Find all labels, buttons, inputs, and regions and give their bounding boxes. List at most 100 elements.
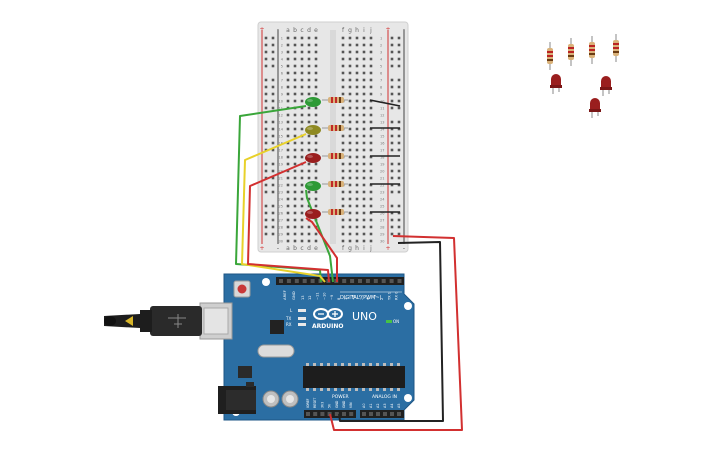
breadboard-hole[interactable] [293, 92, 297, 96]
breadboard-hole[interactable] [300, 232, 304, 236]
yellow-led[interactable] [305, 125, 321, 135]
breadboard-hole[interactable] [286, 211, 290, 215]
breadboard-hole[interactable] [341, 162, 345, 166]
breadboard-hole[interactable] [314, 176, 318, 180]
rail-hole[interactable] [390, 148, 394, 152]
breadboard-hole[interactable] [341, 106, 345, 110]
rail-hole[interactable] [271, 148, 275, 152]
breadboard-hole[interactable] [362, 197, 366, 201]
breadboard-hole[interactable] [362, 99, 366, 103]
breadboard-hole[interactable] [314, 64, 318, 68]
breadboard-hole[interactable] [300, 239, 304, 243]
breadboard-hole[interactable] [286, 127, 290, 131]
breadboard-hole[interactable] [286, 85, 290, 89]
breadboard-hole[interactable] [293, 218, 297, 222]
rail-hole[interactable] [397, 218, 401, 222]
header-pin[interactable] [397, 412, 401, 416]
breadboard-hole[interactable] [355, 169, 359, 173]
header-pin[interactable] [320, 412, 325, 416]
rail-hole[interactable] [271, 50, 275, 54]
breadboard-hole[interactable] [355, 232, 359, 236]
breadboard-hole[interactable] [286, 50, 290, 54]
rail-hole[interactable] [397, 85, 401, 89]
rail-hole[interactable] [271, 176, 275, 180]
rail-hole[interactable] [271, 183, 275, 187]
header-pin[interactable] [397, 279, 402, 283]
breadboard-hole[interactable] [362, 113, 366, 117]
breadboard-hole[interactable] [355, 99, 359, 103]
breadboard-hole[interactable] [307, 204, 311, 208]
breadboard-hole[interactable] [362, 148, 366, 152]
rail-hole[interactable] [390, 57, 394, 61]
breadboard-hole[interactable] [286, 183, 290, 187]
breadboard-hole[interactable] [369, 141, 373, 145]
wire-green[interactable] [305, 189, 334, 283]
header-pin[interactable] [310, 279, 315, 283]
rail-hole[interactable] [264, 57, 268, 61]
breadboard-hole[interactable] [348, 148, 352, 152]
breadboard-hole[interactable] [314, 190, 318, 194]
breadboard-hole[interactable] [362, 155, 366, 159]
header-pin[interactable] [362, 412, 366, 416]
usb-port[interactable] [199, 302, 233, 340]
wire-red[interactable] [305, 217, 338, 282]
breadboard-hole[interactable] [341, 134, 345, 138]
breadboard-hole[interactable] [362, 71, 366, 75]
breadboard-hole[interactable] [314, 197, 318, 201]
resistor[interactable] [613, 34, 619, 62]
breadboard-hole[interactable] [341, 36, 345, 40]
breadboard-hole[interactable] [314, 71, 318, 75]
rail-hole[interactable] [397, 99, 401, 103]
header-pin[interactable] [373, 279, 378, 283]
breadboard-hole[interactable] [355, 148, 359, 152]
breadboard-hole[interactable] [307, 232, 311, 236]
breadboard-hole[interactable] [369, 232, 373, 236]
rail-hole[interactable] [390, 225, 394, 229]
breadboard-hole[interactable] [307, 57, 311, 61]
breadboard-hole[interactable] [286, 155, 290, 159]
breadboard-hole[interactable] [293, 85, 297, 89]
breadboard-hole[interactable] [348, 232, 352, 236]
breadboard-hole[interactable] [300, 218, 304, 222]
breadboard-hole[interactable] [369, 50, 373, 54]
breadboard-hole[interactable] [369, 92, 373, 96]
breadboard-hole[interactable] [341, 141, 345, 145]
breadboard-hole[interactable] [369, 127, 373, 131]
breadboard-hole[interactable] [286, 218, 290, 222]
rail-hole[interactable] [264, 232, 268, 236]
breadboard-hole[interactable] [286, 92, 290, 96]
breadboard-hole[interactable] [355, 197, 359, 201]
breadboard-hole[interactable] [369, 71, 373, 75]
breadboard-hole[interactable] [286, 57, 290, 61]
rail-hole[interactable] [397, 204, 401, 208]
breadboard-hole[interactable] [307, 92, 311, 96]
rail-hole[interactable] [264, 92, 268, 96]
header-pin[interactable] [349, 412, 354, 416]
breadboard-hole[interactable] [369, 218, 373, 222]
breadboard-hole[interactable] [341, 85, 345, 89]
breadboard-hole[interactable] [362, 85, 366, 89]
breadboard-hole[interactable] [362, 232, 366, 236]
rail-hole[interactable] [390, 106, 394, 110]
rail-hole[interactable] [390, 141, 394, 145]
header-pin[interactable] [383, 412, 387, 416]
breadboard-hole[interactable] [362, 50, 366, 54]
breadboard-hole[interactable] [341, 218, 345, 222]
breadboard-hole[interactable] [307, 120, 311, 124]
breadboard-hole[interactable] [314, 239, 318, 243]
breadboard-hole[interactable] [293, 176, 297, 180]
breadboard-hole[interactable] [341, 64, 345, 68]
breadboard-hole[interactable] [314, 141, 318, 145]
resistor[interactable] [547, 42, 553, 70]
breadboard-hole[interactable] [307, 239, 311, 243]
breadboard-hole[interactable] [341, 169, 345, 173]
rail-hole[interactable] [264, 64, 268, 68]
breadboard-hole[interactable] [341, 78, 345, 82]
breadboard-hole[interactable] [369, 239, 373, 243]
rail-hole[interactable] [397, 78, 401, 82]
breadboard-hole[interactable] [355, 162, 359, 166]
rail-hole[interactable] [397, 127, 401, 131]
loose-parts[interactable] [547, 34, 619, 118]
breadboard-hole[interactable] [348, 43, 352, 47]
breadboard-hole[interactable] [307, 36, 311, 40]
